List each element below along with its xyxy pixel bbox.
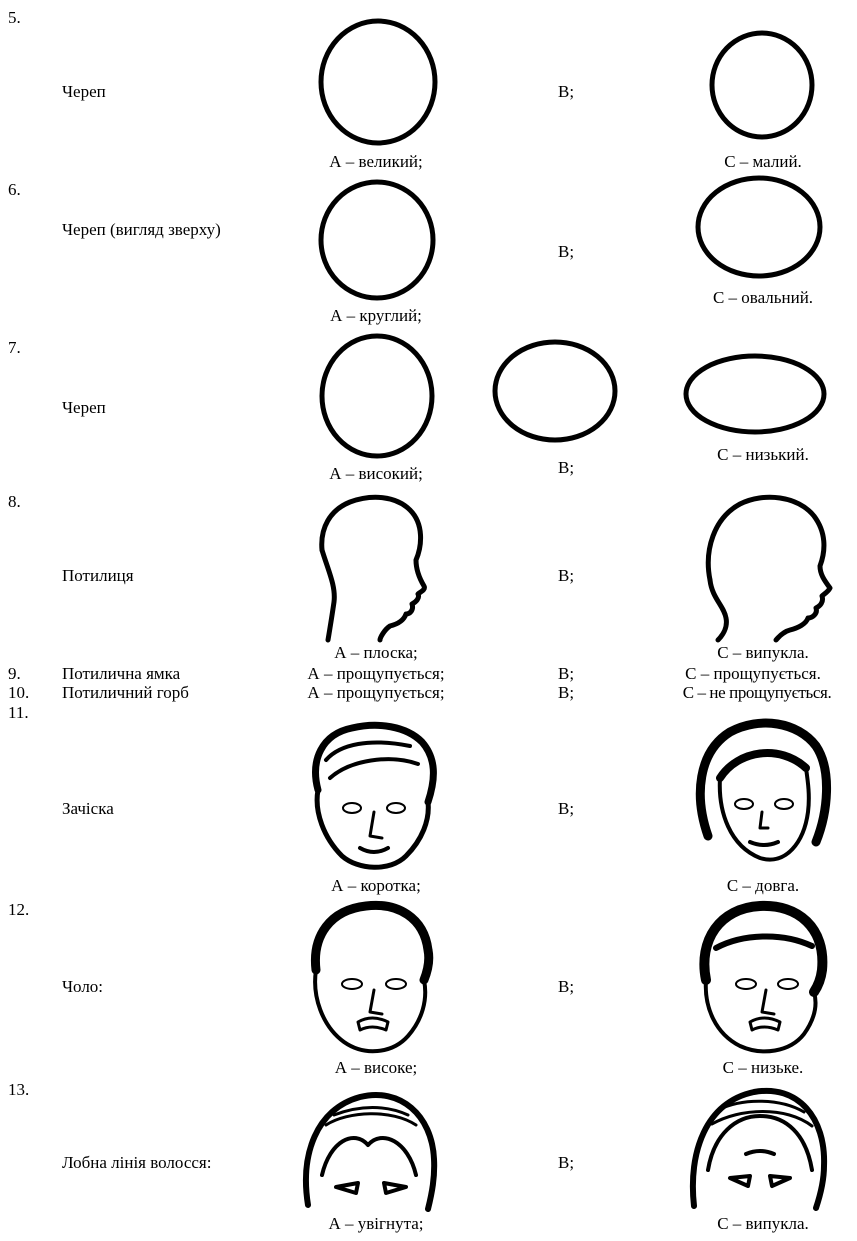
skull-oval-icon [692, 172, 827, 282]
skull-large-icon [316, 15, 441, 150]
face-long-hair-icon [690, 716, 835, 876]
variant-b: В; [558, 664, 574, 684]
variant-b: В; [558, 977, 574, 997]
variant-a: А – великий; [296, 152, 456, 172]
item-number: 7. [8, 338, 21, 358]
variant-c: С – випукла. [683, 643, 843, 663]
variant-a: А – увігнута; [296, 1214, 456, 1234]
item-number: 10. [8, 683, 29, 703]
head-profile-convex-icon [698, 490, 838, 640]
item-number: 5. [8, 8, 21, 28]
variant-b: В; [558, 566, 574, 586]
hairline-convex-icon [690, 1082, 830, 1212]
feature-label: Потилиця [62, 566, 134, 586]
variant-c: С – довга. [683, 876, 843, 896]
item-number: 13. [8, 1080, 29, 1100]
skull-medium-icon [488, 335, 623, 447]
variant-c: С – низький. [683, 445, 843, 465]
item-number: 9. [8, 664, 21, 684]
variant-b: В; [558, 683, 574, 703]
variant-a: А – високе; [296, 1058, 456, 1078]
variant-a: А – прощупується; [271, 683, 481, 703]
variant-a: А – круглий; [296, 306, 456, 326]
variant-b: В; [558, 242, 574, 262]
item-number: 12. [8, 900, 29, 920]
variant-a: А – прощупується; [271, 664, 481, 684]
feature-label: Потиличний горб [62, 683, 189, 703]
feature-label: Лобна лінія волосся: [62, 1153, 211, 1173]
variant-b: В; [558, 458, 574, 478]
variant-c: С – не прощупується. [660, 683, 854, 703]
variant-c: С – низьке. [683, 1058, 843, 1078]
variant-b: В; [558, 82, 574, 102]
variant-b: В; [558, 799, 574, 819]
face-short-hair-icon [300, 720, 445, 878]
feature-label: Потилична ямка [62, 664, 180, 684]
feature-label: Зачіска [62, 799, 114, 819]
variant-c: С – овальний. [683, 288, 843, 308]
skull-low-icon [680, 350, 830, 438]
face-high-forehead-icon [300, 900, 440, 1060]
item-number: 11. [8, 703, 29, 723]
face-low-forehead-icon [690, 900, 835, 1060]
item-number: 6. [8, 180, 21, 200]
variant-a: А – плоска; [296, 643, 456, 663]
variant-c: С – випукла. [683, 1214, 843, 1234]
item-number: 8. [8, 492, 21, 512]
skull-high-icon [315, 330, 440, 462]
feature-label: Чоло: [62, 977, 103, 997]
hairline-concave-icon [300, 1085, 440, 1215]
feature-label: Череп (вигляд зверху) [62, 220, 222, 240]
variant-c: С – прощупується. [653, 664, 853, 684]
head-profile-flat-icon [300, 490, 440, 640]
feature-label: Череп [62, 398, 106, 418]
variant-c: С – малий. [683, 152, 843, 172]
skull-small-icon [705, 28, 820, 143]
feature-label: Череп [62, 82, 106, 102]
variant-a: А – коротка; [296, 876, 456, 896]
skull-round-icon [315, 175, 440, 305]
variant-a: А – високий; [296, 464, 456, 484]
variant-b: В; [558, 1153, 574, 1173]
